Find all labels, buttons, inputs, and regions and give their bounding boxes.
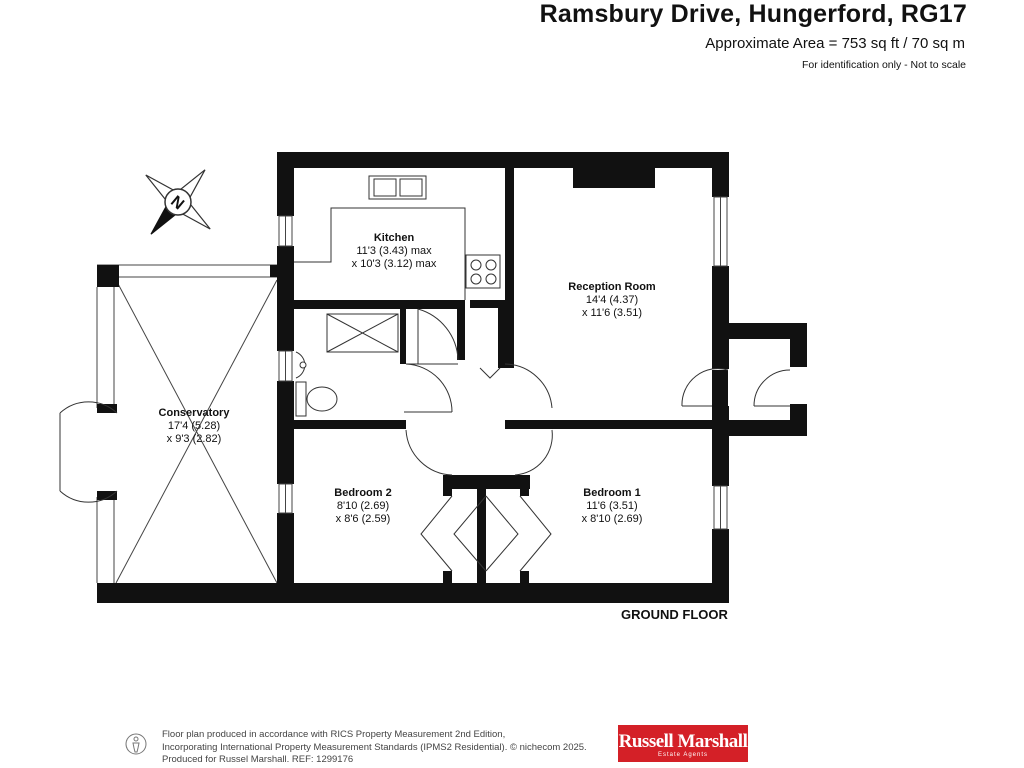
shower-icon <box>326 313 399 353</box>
room-dimension: x 8'6 (2.59) <box>335 513 391 525</box>
room-dimension: x 8'10 (2.69) <box>581 513 643 525</box>
room-dimension: x 11'6 (3.51) <box>582 307 642 319</box>
property-title: Ramsbury Drive, Hungerford, RG17 <box>539 0 967 28</box>
room-bedroom-1: Bedroom 1 11'6 (3.51) x 8'10 (2.69) <box>582 487 643 526</box>
room-kitchen: Kitchen 11'3 (3.43) max x 10'3 (3.12) ma… <box>352 232 437 271</box>
room-name: Bedroom 1 <box>583 487 641 499</box>
windows <box>278 196 728 530</box>
logo-subtitle: Estate Agents <box>657 752 709 758</box>
footer-disclaimer: Floor plan produced in accordance with R… <box>162 729 587 767</box>
room-name: Bedroom 2 <box>334 487 392 499</box>
scale-note: For identification only - Not to scale <box>802 59 966 71</box>
room-name: Reception Room <box>568 281 656 293</box>
footer-line: Floor plan produced in accordance with R… <box>162 729 506 740</box>
toilet-icon <box>295 381 338 417</box>
basin-icon <box>295 351 307 379</box>
person-icon <box>125 733 147 755</box>
footer-line: Incorporating International Property Mea… <box>162 741 587 753</box>
room-conservatory: Conservatory 17'4 (5.28) x 9'3 (2.82) <box>159 407 230 446</box>
approximate-area: Approximate Area = 753 sq ft / 70 sq m <box>705 35 965 52</box>
room-dimension: 8'10 (2.69) <box>336 500 390 512</box>
logo-name: Russell Marshall <box>618 731 748 752</box>
room-name: Kitchen <box>373 232 415 244</box>
room-dimension: 17'4 (5.28) <box>167 420 221 432</box>
room-dimension: x 9'3 (2.82) <box>166 433 222 445</box>
agent-logo: Russell Marshall Estate Agents <box>618 725 748 762</box>
footer-line: Produced for Russel Marshall. REF: 12991… <box>162 754 354 765</box>
room-name: Conservatory <box>158 407 230 419</box>
room-dimension: 11'3 (3.43) max <box>356 245 432 257</box>
hob-icon <box>470 259 497 285</box>
floor-label: GROUND FLOOR <box>621 607 728 622</box>
room-bedroom-2: Bedroom 2 8'10 (2.69) x 8'6 (2.59) <box>334 487 391 526</box>
exterior-walls <box>97 152 807 603</box>
conservatory-glazing <box>96 264 278 584</box>
interior-walls <box>294 168 712 583</box>
room-dimension: x 10'3 (3.12) max <box>351 258 437 270</box>
doors <box>59 308 791 572</box>
compass-icon <box>145 169 211 235</box>
room-dimension: 11'6 (3.51) <box>586 500 638 512</box>
room-reception: Reception Room 14'4 (4.37) x 11'6 (3.51) <box>568 281 655 320</box>
room-dimension: 14'4 (4.37) <box>585 294 639 306</box>
